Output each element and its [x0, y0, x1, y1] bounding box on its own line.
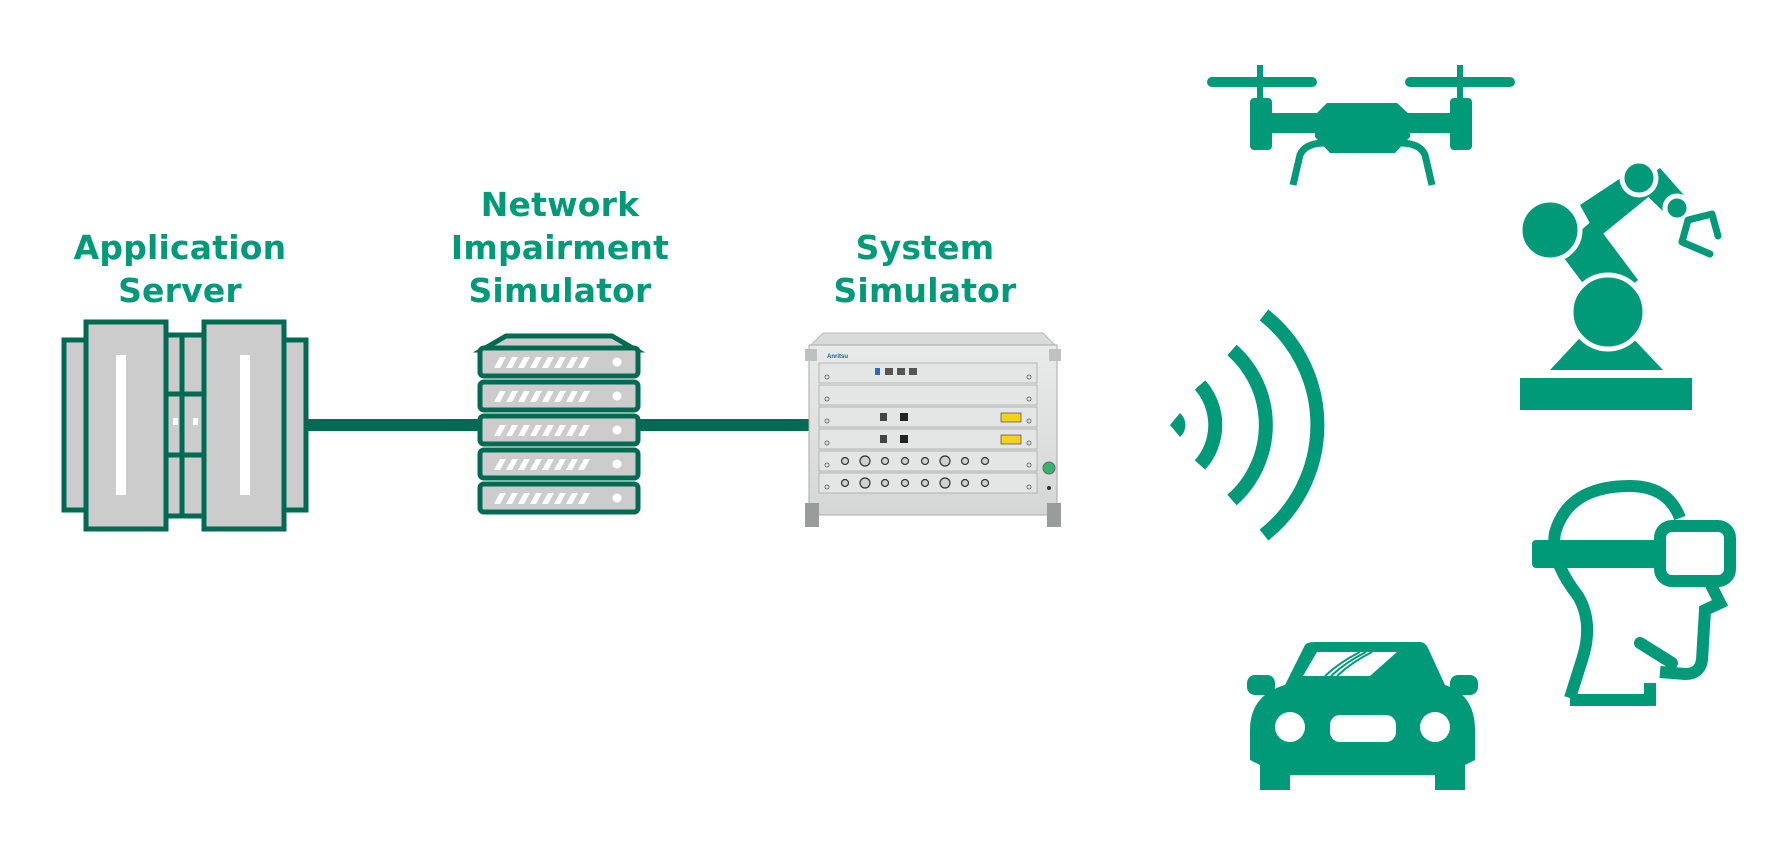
- vent-slot: [542, 425, 554, 436]
- drone-icon: [1207, 65, 1515, 186]
- vent-slot: [494, 357, 506, 368]
- vent-slot: [506, 357, 518, 368]
- vent-slot: [506, 425, 518, 436]
- vent-slot: [554, 357, 566, 368]
- vent-slot: [554, 391, 566, 402]
- led-indicator: [612, 459, 622, 469]
- label-line: Simulator: [833, 271, 1017, 310]
- server-stack-icon: [472, 333, 646, 515]
- label-line: Application: [73, 228, 287, 267]
- system-simulator-label: System Simulator: [815, 226, 1035, 312]
- vent-slot: [530, 357, 542, 368]
- vent-slot: [506, 391, 518, 402]
- vent-slot: [578, 357, 590, 368]
- network-impairment-simulator-label: Network Impairment Simulator: [450, 183, 670, 312]
- vent-slot: [530, 459, 542, 470]
- vent-slot: [494, 493, 506, 504]
- test-instrument-icon: Anritsu: [805, 332, 1061, 527]
- label-line: System: [855, 228, 995, 267]
- led-indicator: [612, 391, 622, 401]
- vent-slot: [506, 459, 518, 470]
- instrument-module: [818, 362, 1038, 384]
- led-indicator: [612, 425, 622, 435]
- vent-slot: [494, 391, 506, 402]
- vr-headset-icon: [1532, 479, 1736, 706]
- label-line: Simulator: [468, 271, 652, 310]
- vent-slot: [554, 459, 566, 470]
- led-indicator: [612, 357, 622, 367]
- vent-slot: [530, 425, 542, 436]
- vent-slot: [566, 425, 578, 436]
- vent-slot: [578, 459, 590, 470]
- instrument-module: [818, 406, 1038, 428]
- vent-slot: [566, 357, 578, 368]
- vent-slot: [542, 493, 554, 504]
- vent-slot: [494, 459, 506, 470]
- vent-slot: [578, 493, 590, 504]
- vent-slot: [530, 493, 542, 504]
- vent-slot: [566, 493, 578, 504]
- instrument-module: [818, 384, 1038, 406]
- vent-slot: [542, 357, 554, 368]
- vent-slot: [518, 357, 530, 368]
- robot-arm-icon: [1517, 158, 1722, 410]
- label-line: Impairment: [450, 228, 670, 267]
- vent-slot: [542, 391, 554, 402]
- vent-slot: [518, 391, 530, 402]
- instrument-brand: Anritsu: [827, 354, 848, 360]
- application-server-label: Application Server: [70, 226, 290, 312]
- led-indicator: [612, 493, 622, 503]
- vent-slot: [530, 391, 542, 402]
- vent-slot: [578, 391, 590, 402]
- vent-slot: [542, 459, 554, 470]
- vent-slot: [578, 425, 590, 436]
- vent-slot: [518, 493, 530, 504]
- vent-slot: [506, 493, 518, 504]
- vent-slot: [554, 425, 566, 436]
- server-rack-icon: [61, 319, 309, 532]
- label-line: Server: [118, 271, 242, 310]
- vent-slot: [566, 459, 578, 470]
- vent-slot: [554, 493, 566, 504]
- label-line: Network: [480, 185, 640, 224]
- car-icon: [1247, 642, 1478, 790]
- vent-slot: [566, 391, 578, 402]
- vent-slot: [518, 425, 530, 436]
- vent-slot: [494, 425, 506, 436]
- vent-slot: [518, 459, 530, 470]
- wireless-signal-icon: [1170, 309, 1325, 541]
- instrument-module: [818, 428, 1038, 450]
